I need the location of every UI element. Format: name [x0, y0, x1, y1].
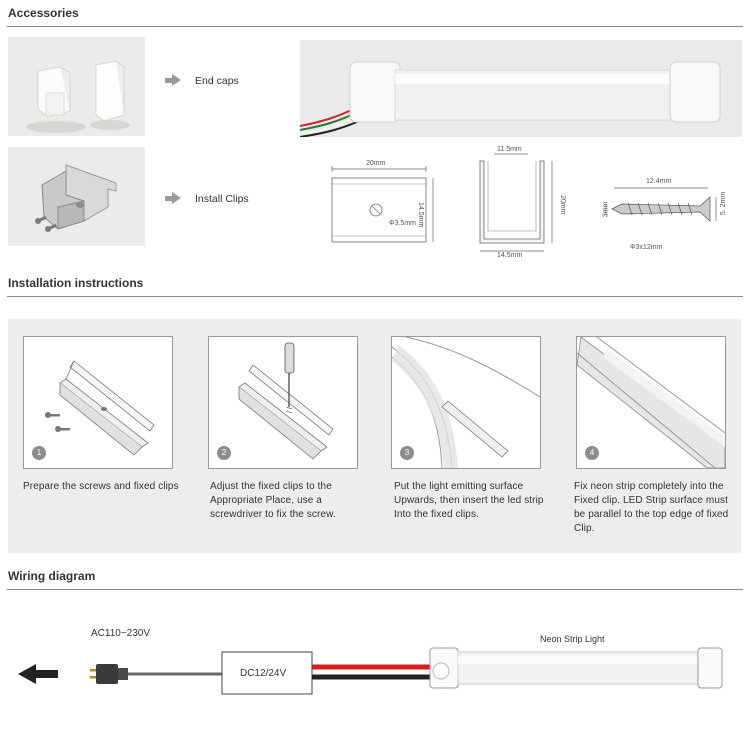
step-2-text: Adjust the fixed clips to the Appropriat…: [210, 481, 336, 520]
accessories-title: Accessories: [8, 6, 79, 20]
screw-head-label: 5. 2mm: [720, 191, 728, 216]
profile-top-label: 11.5mm: [497, 146, 522, 153]
install-clips-image: [8, 147, 145, 246]
step-4-image: 4: [576, 336, 726, 469]
end-caps-label: End caps: [195, 75, 239, 87]
install-clips-arrow-stem: [165, 196, 172, 201]
install-clips-label: Install Clips: [195, 193, 249, 205]
profile-height-label: 20mm: [559, 195, 566, 215]
step-1-image: 1: [23, 336, 173, 469]
installation-divider: [7, 296, 743, 297]
screw-shank-label: 3mm: [602, 201, 610, 218]
wiring-title: Wiring diagram: [8, 569, 96, 583]
end-caps-image: [8, 37, 145, 136]
screw-size-label: Φ3x12mm: [630, 244, 663, 251]
step-4-number: 4: [585, 446, 599, 460]
step-3-number: 3: [400, 446, 414, 460]
installation-title: Installation instructions: [8, 276, 144, 290]
profile-bottom-label: 14.5mm: [497, 252, 523, 259]
end-caps-arrow-icon: [172, 74, 181, 86]
step-3-image: 3: [391, 336, 541, 469]
profile-dimension-drawing: [470, 145, 560, 261]
step-2-image: 2: [208, 336, 358, 469]
wiring-diagram: [0, 620, 750, 735]
neon-strip-label: Neon Strip Light: [540, 634, 605, 644]
accessories-divider: [7, 26, 743, 27]
step-4-text: Fix neon strip completely into the Fixed…: [574, 481, 729, 534]
driver-label: DC12/24V: [240, 668, 287, 679]
ac-voltage-label: AC110~230V: [91, 628, 151, 639]
neon-strip-photo: [299, 40, 742, 138]
clip-height-label: 14.5mm: [417, 202, 424, 228]
step-1-text: Prepare the screws and fixed clips: [23, 481, 179, 492]
install-clips-arrow-icon: [172, 192, 181, 204]
clip-width-label: 20mm: [366, 160, 386, 167]
wiring-divider: [7, 589, 743, 590]
screw-length-label: 12.4mm: [646, 178, 672, 185]
step-1-number: 1: [32, 446, 46, 460]
step-3-text: Put the light emitting surface Upwards, …: [394, 481, 544, 520]
screw-dimension-drawing: [592, 176, 722, 236]
clip-dimension-drawing: [326, 160, 438, 250]
step-2-number: 2: [217, 446, 231, 460]
clip-hole-label: Φ3.5mm: [389, 220, 416, 227]
end-caps-arrow-stem: [165, 78, 172, 83]
